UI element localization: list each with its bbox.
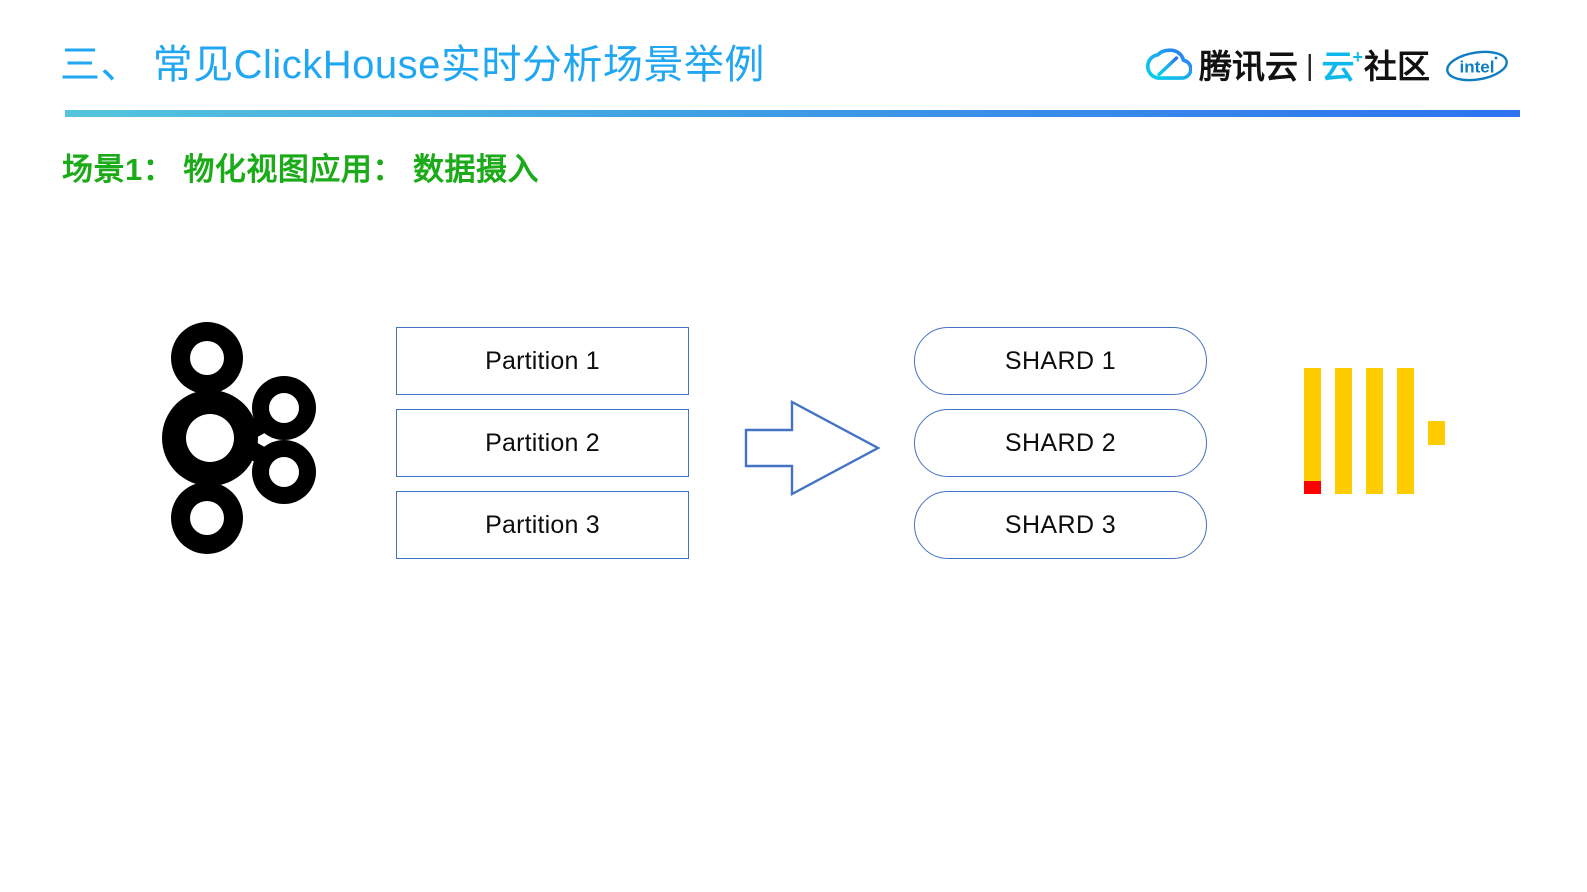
brand-community-label: 云 + 社区 [1321, 46, 1430, 85]
intel-icon: intel [1437, 49, 1509, 83]
shard-label: SHARD 3 [1004, 510, 1117, 539]
brand-separator: | [1305, 49, 1314, 82]
tencent-cloud-icon [1145, 47, 1192, 85]
shard-box[interactable]: SHARD 2 [914, 409, 1207, 477]
title-divider [65, 110, 1520, 117]
brand-community-yun: 云 [1321, 47, 1355, 85]
scene-heading: 场景1： 物化视图应用： 数据摄入 [62, 152, 539, 187]
brand-community-plus: + [1352, 46, 1363, 67]
shard-label: SHARD 2 [1004, 428, 1117, 457]
partition-box[interactable]: Partition 2 [396, 409, 689, 477]
page-title: 三、 常见ClickHouse实时分析场景举例 [60, 43, 765, 87]
partition-box[interactable]: Partition 3 [396, 491, 689, 559]
partition-label: Partition 1 [485, 346, 600, 375]
brand-tencent-label: 腾讯云 [1198, 47, 1298, 85]
shard-list: SHARD 1 SHARD 2 SHARD 3 [914, 327, 1207, 573]
partition-box[interactable]: Partition 1 [396, 327, 689, 395]
partition-label: Partition 3 [485, 510, 600, 539]
partition-list: Partition 1 Partition 2 Partition 3 [396, 327, 689, 573]
shard-box[interactable]: SHARD 3 [914, 491, 1207, 559]
shard-box[interactable]: SHARD 1 [914, 327, 1207, 395]
shard-label: SHARD 1 [1004, 346, 1117, 375]
brand-logo-group: 腾讯云 | 云 + 社区 intel [1145, 40, 1509, 92]
partition-label: Partition 2 [485, 428, 600, 457]
svg-text:intel: intel [1460, 58, 1495, 77]
brand-community-shequ: 社区 [1364, 47, 1430, 85]
